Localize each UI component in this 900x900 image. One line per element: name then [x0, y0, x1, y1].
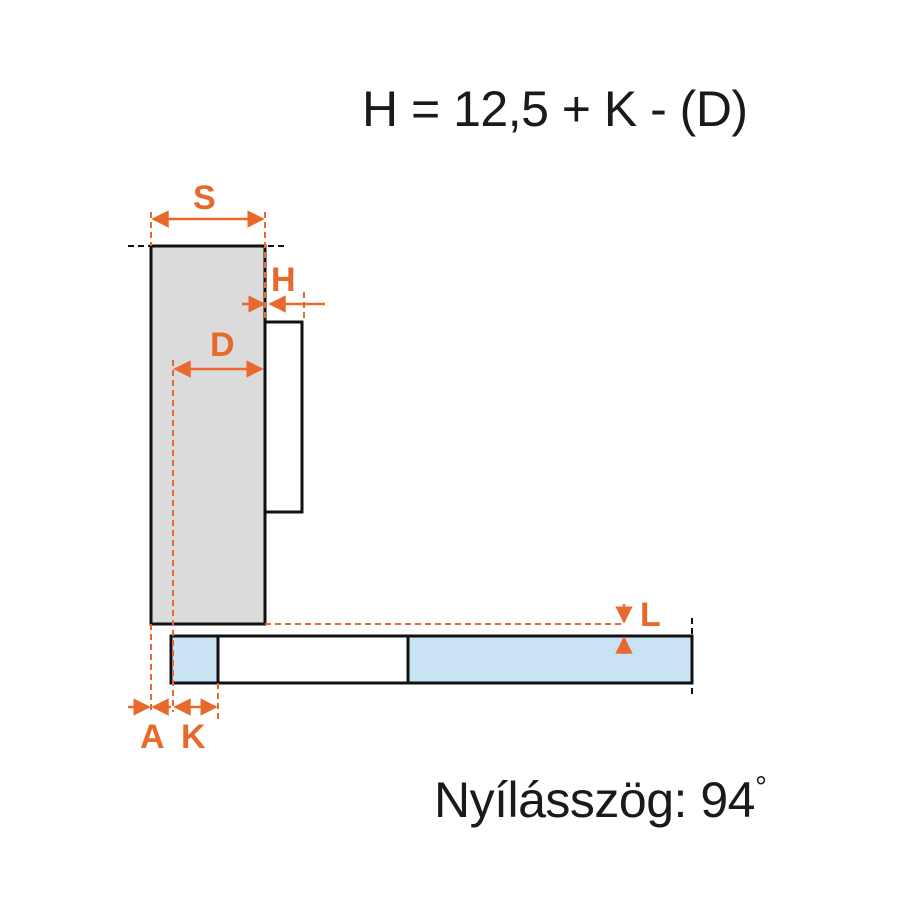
hinge-cup	[216, 634, 410, 685]
degree-symbol: °	[755, 771, 767, 804]
label-d: D	[210, 326, 235, 364]
label-k: K	[181, 718, 206, 756]
dimension-arrows	[128, 210, 633, 716]
side-panel	[149, 244, 267, 626]
formula-text: H = 12,5 + K - (D)	[362, 81, 748, 137]
opening-angle-caption: Nyílásszög: 94°	[434, 771, 766, 828]
caption-text: Nyílásszög: 94	[434, 772, 755, 828]
label-h: H	[271, 261, 296, 299]
label-s: S	[193, 179, 216, 217]
label-a: A	[140, 718, 165, 756]
hinge-plate	[263, 320, 304, 514]
label-l: L	[640, 596, 661, 634]
